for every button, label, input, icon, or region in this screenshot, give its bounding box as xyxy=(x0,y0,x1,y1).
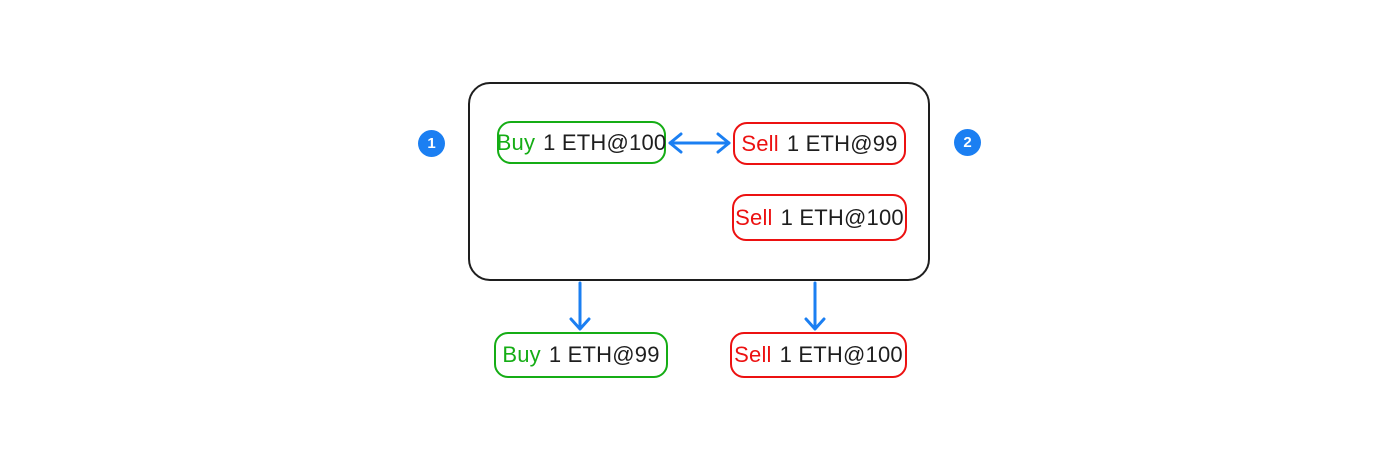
step-badge-2-label: 2 xyxy=(963,134,972,151)
order-details-label: 1 ETH@99 xyxy=(548,342,660,367)
order-box-buy-1eth-at-99: Buy 1 ETH@99 xyxy=(494,332,668,378)
step-badge-1-label: 1 xyxy=(427,135,436,152)
order-box-sell-1eth-at-99: Sell 1 ETH@99 xyxy=(733,122,906,165)
step-badge-1: 1 xyxy=(418,130,445,157)
order-details-label: 1 ETH@99 xyxy=(786,130,898,156)
order-action-label: Buy xyxy=(502,342,541,367)
step-badge-2: 2 xyxy=(954,129,981,156)
order-action-label: Sell xyxy=(735,204,773,230)
order-action-label: Sell xyxy=(734,342,772,367)
order-details-label: 1 ETH@100 xyxy=(543,129,667,155)
matching-engine-container xyxy=(468,82,930,281)
order-details-label: 1 ETH@100 xyxy=(780,204,904,230)
down-arrow-right-icon xyxy=(804,281,826,331)
order-details-label: 1 ETH@100 xyxy=(779,342,903,367)
order-box-sell-1eth-at-100-outside: Sell 1 ETH@100 xyxy=(730,332,907,378)
order-box-sell-1eth-at-100-inside: Sell 1 ETH@100 xyxy=(732,194,907,241)
down-arrow-left-icon xyxy=(569,281,591,331)
order-box-buy-1eth-at-100: Buy 1 ETH@100 xyxy=(497,121,666,164)
order-action-label: Sell xyxy=(741,130,779,156)
order-action-label: Buy xyxy=(496,129,536,155)
